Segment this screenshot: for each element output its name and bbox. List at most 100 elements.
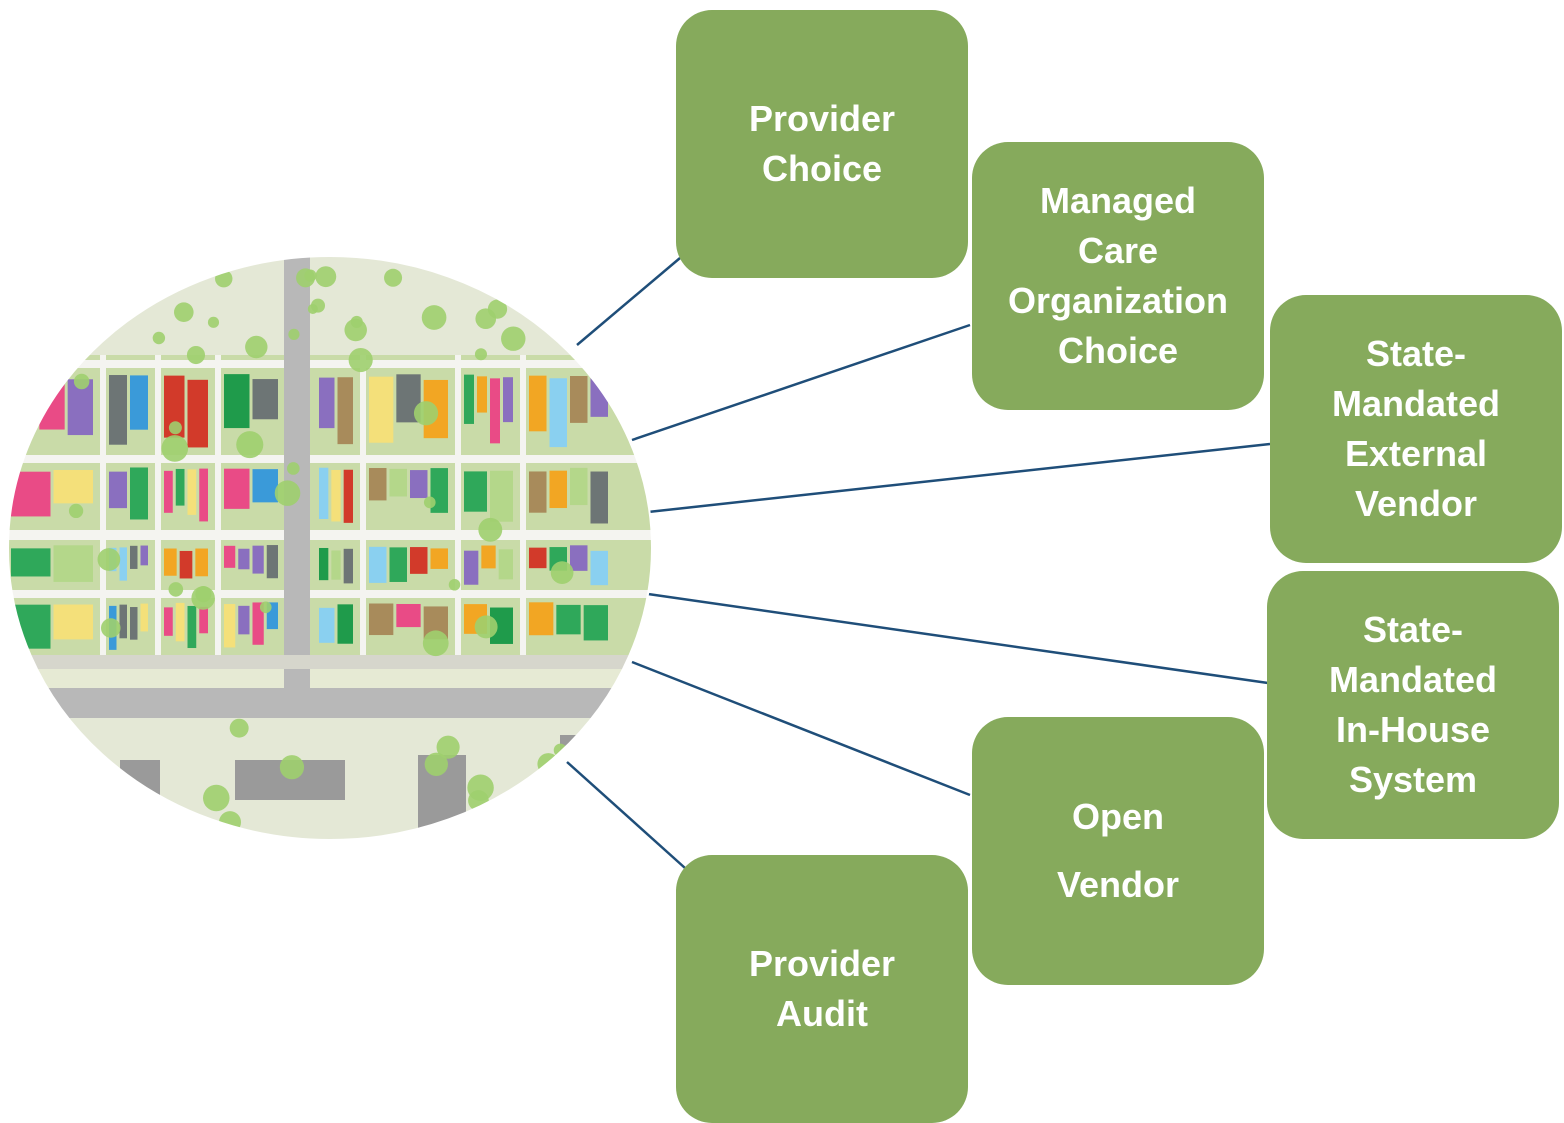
map-parcel (337, 604, 353, 644)
map-parcel (369, 376, 394, 443)
map-tree (161, 435, 189, 462)
map-parcel (119, 547, 127, 581)
map-tree (186, 345, 206, 365)
map-parcel (53, 545, 93, 582)
map-parcel (343, 548, 353, 584)
map-parcel (224, 545, 236, 568)
map-parcel (319, 547, 329, 581)
map-parcel (130, 607, 138, 640)
state-external-vendor-label: State- Mandated External Vendor (1331, 333, 1500, 524)
map-parcel (583, 605, 608, 641)
connector-lines (566, 257, 1271, 869)
map-parcel (175, 468, 185, 506)
map-parcel (529, 547, 547, 569)
map-tree (152, 331, 166, 345)
map-tree (475, 308, 497, 330)
map-tree (605, 748, 617, 760)
map-tree (60, 731, 77, 748)
map-parcel (529, 471, 547, 513)
map-parcel (199, 606, 208, 634)
map-parcel (389, 547, 407, 582)
map-parcel (164, 548, 177, 576)
map-tree (73, 373, 90, 390)
map-tree (168, 421, 182, 435)
map-tree (207, 316, 220, 328)
map-tree (474, 615, 498, 639)
map-parcel (343, 469, 353, 523)
map-parcel (590, 471, 608, 524)
map-tree (593, 265, 605, 277)
provider-audit-box: Provider Audit (676, 855, 968, 1123)
map-parcel (490, 378, 500, 444)
map-parcel (224, 468, 250, 509)
map-tree (424, 752, 448, 776)
map-tree (500, 820, 515, 835)
map-parcel (503, 377, 513, 423)
map-parcel (252, 602, 264, 645)
map-parcel (337, 377, 353, 445)
map-tree (559, 278, 583, 302)
map-parcel (164, 607, 173, 636)
map-parcel (464, 471, 487, 512)
map-tree (348, 347, 373, 373)
map-tree (100, 618, 121, 638)
map-parcel (187, 469, 197, 515)
map-parcel (570, 376, 588, 423)
connector-open-vendor (631, 660, 971, 797)
map-parcel (266, 545, 278, 579)
map-parcel (529, 602, 554, 636)
map-parcel (369, 603, 394, 636)
map-tree (580, 315, 596, 331)
map-parcel (140, 603, 148, 632)
map-tree (310, 298, 326, 313)
connector-mco-choice (631, 323, 971, 442)
map-tree (112, 274, 129, 291)
map-parcel (140, 545, 148, 566)
connector-state-inhouse-system (647, 592, 1269, 685)
map-tree (124, 284, 144, 303)
map-tree (478, 517, 503, 542)
map-tree (34, 320, 60, 347)
map-tree (27, 327, 56, 356)
map-tree (52, 724, 74, 747)
map-parcel (164, 470, 173, 513)
map-tree (288, 328, 300, 340)
state-external-vendor-box: State- Mandated External Vendor (1270, 295, 1562, 563)
map-tree (245, 335, 268, 359)
map-parcel (410, 470, 428, 499)
map-parcel (430, 548, 448, 569)
map-parcel (224, 604, 236, 648)
map-parcel (109, 375, 127, 445)
map-parcel (11, 548, 51, 577)
map-tree (413, 401, 439, 426)
connector-provider-choice (576, 257, 681, 346)
map-parcel (477, 376, 487, 413)
map-tree (448, 578, 461, 591)
map-parcel (331, 550, 341, 580)
map-parcel (187, 379, 208, 448)
state-inhouse-system-box: State- Mandated In-House System (1267, 571, 1559, 839)
map-tree (229, 718, 249, 738)
map-tree (202, 784, 230, 812)
map-parcel (266, 602, 278, 630)
map-parcel (319, 377, 335, 429)
map-parcel (164, 375, 185, 438)
map-tree (344, 318, 367, 342)
map-tree (286, 462, 300, 475)
map-parcel (570, 545, 588, 571)
mco-choice-label: Managed Care Organization Choice (1007, 180, 1228, 371)
map-tree (53, 751, 69, 768)
map-parcel (252, 545, 264, 574)
map-parcel (175, 602, 185, 642)
map-tree (315, 266, 337, 288)
map-tree (304, 269, 317, 282)
map-parcel (195, 548, 208, 577)
map-tree (97, 548, 121, 571)
open-vendor-label: Open Vendor (1056, 796, 1180, 905)
map-parcel (179, 550, 193, 579)
map-parcel (464, 550, 479, 585)
map-illustration (8, 256, 652, 840)
map-tree (584, 759, 604, 779)
map-parcel (369, 546, 387, 583)
